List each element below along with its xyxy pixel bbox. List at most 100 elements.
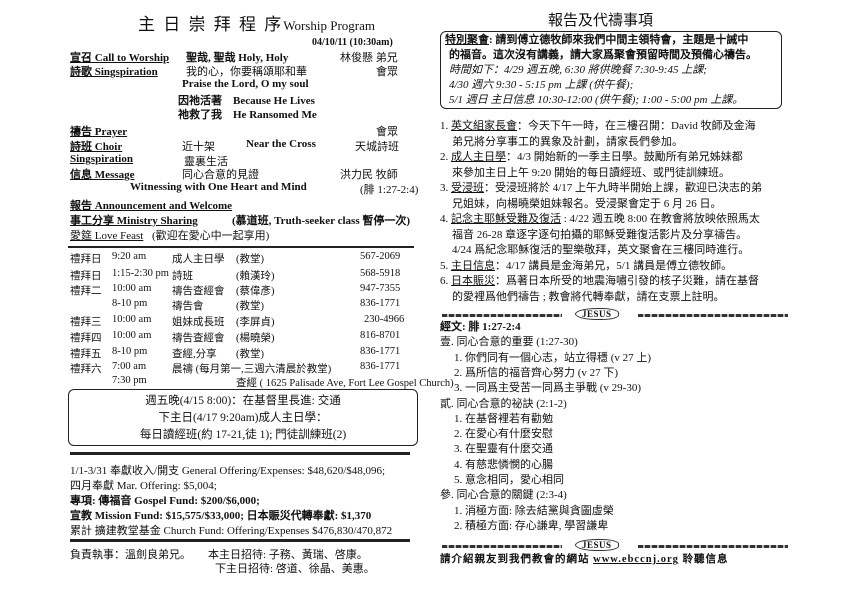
program-label: 報告 Announcement and Welcome (70, 200, 233, 212)
item-number: 4. (440, 213, 449, 225)
item-label: 受浸班 (451, 182, 484, 194)
program-leader: 天城詩班 (355, 141, 399, 153)
schedule-time: 9:20 am (112, 251, 147, 262)
schedule-contact: (李屏貞) (236, 317, 275, 328)
schedule-phone: 816-8701 (360, 330, 401, 341)
schedule-day: 禮拜四 (70, 333, 102, 344)
divider (70, 539, 410, 542)
program-content: (歡迎在愛心中一起享用) (152, 230, 270, 242)
schedule-time: 8-10 pm (112, 298, 148, 309)
outline-point: 2. 在愛心有什麼安慰 (454, 428, 553, 441)
schedule-day: 禮拜三 (70, 317, 102, 328)
item-number: 2. (440, 151, 449, 163)
deacon-on-duty: 負責執事：溫劍良弟兄。 (70, 549, 191, 561)
outline-heading: 參. 同心合意的關鍵 (2:3-4) (440, 489, 567, 502)
schedule-day: 禮拜二 (70, 286, 102, 297)
divider (638, 314, 788, 317)
divider (442, 545, 562, 548)
schedule-event: 禱告查經會 (172, 333, 225, 344)
website-footer: 請介紹親友到我們教會的網站 www.ebccnj.org 聆聽信息 (440, 551, 729, 566)
schedule-phone: 947-7355 (360, 283, 401, 294)
announcement-line: 的愛裡爲他們禱告 ; 教會將代轉奉獻，請在支票上註明。 (452, 290, 725, 305)
schedule-contact: (教堂) (236, 301, 264, 312)
program-content: Praise the Lord, O my soul (182, 78, 309, 90)
notice-line: 下主日(4/17 9:20am)成人主日學： (158, 412, 328, 424)
program-content: (慕道班, Truth-seeker class 暫停一次) (232, 215, 411, 227)
schedule-event: 晨禱 (每月第一,三週六清晨於教堂) (172, 364, 332, 375)
schedule-event: 詩班 (172, 271, 193, 282)
schedule-phone: 836-1771 (360, 298, 401, 309)
program-label: Singspiration (70, 153, 133, 165)
program-content: Near the Cross (246, 138, 316, 150)
announcement-line: 4/24 爲紀念耶穌復活的聖樂敬拜，英文聚會在三樓同時進行。 (452, 243, 749, 258)
item-text: 的愛裡爲他們禱告 ; 教會將代轉奉獻，請在支票上註明。 (452, 290, 725, 303)
schedule-event: 查經 ( 1625 Palisade Ave, Fort Lee Gospel … (236, 378, 454, 389)
schedule-day: 禮拜日 (70, 254, 102, 265)
outline-heading: 經文: 腓 1:27-2:4 (440, 321, 521, 333)
schedule-time: 1:15-2:30 pm (112, 268, 169, 279)
program-content: 我的心，你要稱頌耶和華 (186, 66, 307, 78)
divider (442, 314, 562, 317)
item-text: 弟兄將分享事工的異象及計劃，請家長們參加。 (452, 135, 683, 148)
outline-heading: 貳. 同心合意的祕訣 (2:1-2) (440, 397, 567, 410)
schedule-time: 7:30 pm (112, 375, 147, 386)
item-number: 3. (440, 182, 449, 194)
schedule-event: 姐妹成長班 (172, 317, 225, 328)
special-meeting-box: 特別聚會: 請到傅立德牧師來我們中間主領特會，主題是十誡中 的福音。這次沒有講義… (440, 31, 782, 109)
announcement-line: 4. 記念主耶穌受難及復活 : 4/22 週五晚 8:00 在教會將放映依照馬太 (440, 212, 760, 227)
announcement-line: 5. 主日信息：4/17 講員是金海弟兄，5/1 講員是傅立德牧師。 (440, 259, 732, 274)
program-content: 聖哉, 聖哉 Holy, Holy (186, 52, 289, 64)
item-number: 6. (440, 275, 449, 287)
special-line: 4/30 週六 9:30 - 5:15 pm 上課 (供午餐); (449, 79, 634, 91)
program-label: 禱告 Prayer (70, 126, 128, 138)
program-leader: 會眾 (376, 66, 398, 78)
schedule-contact: (教堂) (236, 254, 264, 265)
special-line: : 請到傅立德牧師來我們中間主領特會，主題是十誡中 (489, 34, 749, 46)
announcement-line: 1. 英文組家長會：今天下午一時，在三樓召開：David 牧師及金海 (440, 119, 756, 134)
program-leader: 洪力民 牧師 (340, 169, 398, 181)
program-label: 詩歌 Singspiration (70, 66, 158, 78)
notice-line: 週五晚(4/15 8:00)：在基督里長進: 交通 (145, 395, 341, 407)
item-text: 4/24 爲紀念耶穌復活的聖樂敬拜，英文聚會在三樓同時進行。 (452, 244, 750, 256)
announcement-line: 3. 受浸班：受浸班將於 4/17 上午九時半開始上課，歡迎已決志的弟 (440, 181, 762, 196)
item-label: 成人主日學 (451, 151, 506, 163)
item-text: : 4/22 週五晚 8:00 在教會將放映依照馬太 (561, 213, 760, 225)
outline-point: 1. 你們同有一個心志，站立得穩 (v 27 上) (454, 351, 652, 364)
schedule-day: 禮拜五 (70, 349, 102, 360)
outline-point: 3. 在聖靈有什麼交通 (454, 443, 553, 456)
program-content: 因祂活著 Because He Lives (178, 95, 315, 107)
schedule-phone: 836-1771 (360, 346, 401, 357)
finance-line: 累計 擴建教堂基金 Church Fund: Offering/Expenses… (70, 525, 393, 537)
title-en: Worship Program (283, 18, 375, 33)
special-line: 時間如下：4/29 週五晚, 6:30 將供晚餐 7:30-9:45 上課; (449, 64, 707, 76)
schedule-time: 10:00 am (112, 330, 152, 341)
website-link[interactable]: www.ebccnj.org (593, 554, 679, 565)
schedule-time: 8-10 pm (112, 346, 148, 357)
announcement-line: 6. 日本賑災：爲著日本所受的地震海嘯引發的核子災難，請在基督 (440, 274, 759, 289)
notice-box: 週五晚(4/15 8:00)：在基督里長進: 交通 下主日(4/17 9:20a… (68, 389, 418, 446)
item-label: 英文組家長會 (451, 120, 517, 132)
item-text: 兄姐妹，向楊曉榮姐妹報名。受浸聚會定于 6 月 26 日。 (452, 197, 722, 210)
footer-text: 聆聽信息 (678, 554, 729, 565)
program-leader: 會眾 (376, 126, 398, 138)
divider (638, 545, 788, 548)
schedule-time: 10:00 am (112, 314, 152, 325)
schedule-contact: (教堂) (236, 349, 264, 360)
schedule-contact: (蔡偉彥) (236, 286, 275, 297)
outline-point: 3. 一同爲主受苦一同爲主爭戰 (v 29-30) (454, 382, 641, 395)
jesus-fish-icon: JESUS (575, 308, 619, 320)
schedule-phone: 568-5918 (360, 268, 401, 279)
program-label: 信息 Message (70, 169, 135, 181)
program-label: 詩班 Choir (70, 141, 123, 153)
divider (70, 452, 410, 455)
service-date: 04/10/11 (10:30am) (312, 37, 393, 48)
program-leader: 林俊懸 弟兄 (340, 52, 398, 64)
program-content: 近十架 (182, 141, 215, 153)
schedule-contact: (賴漢玲) (236, 271, 275, 282)
item-label: 記念主耶穌受難及復活 (451, 213, 561, 225)
outline-point: 2. 爲所信的福音齊心努力 (v 27 下) (454, 366, 619, 379)
scripture-ref: (腓 1:27-2:4) (360, 184, 419, 196)
schedule-time: 7:00 am (112, 361, 147, 372)
outline-point: 4. 有慈悲憐憫的心腸 (454, 458, 553, 471)
schedule-time: 10:00 am (112, 283, 152, 294)
